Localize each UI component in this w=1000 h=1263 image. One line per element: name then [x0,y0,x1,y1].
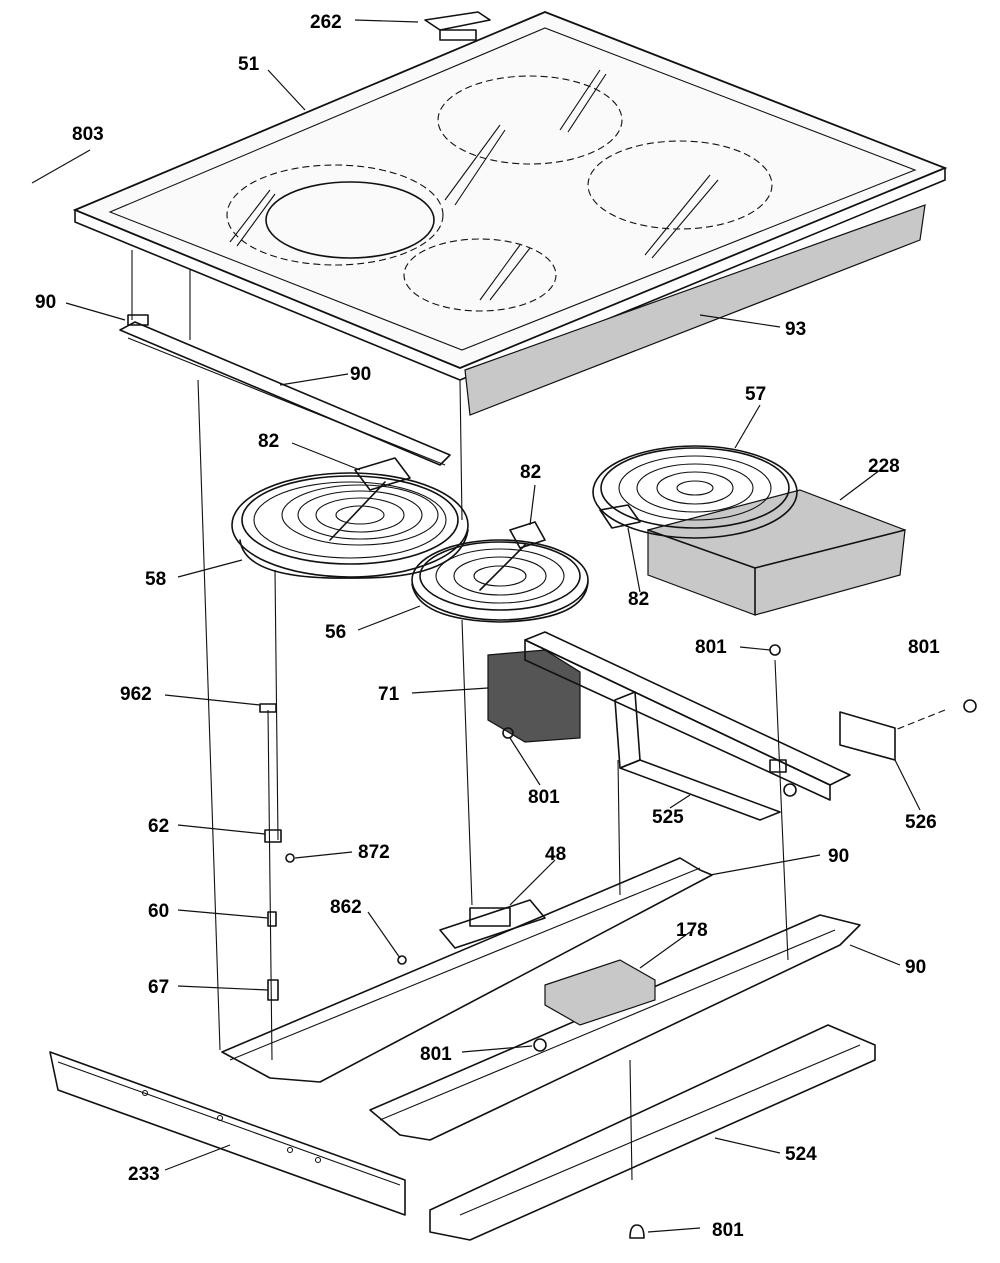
label-262: 262 [310,12,342,33]
label-801-d: 801 [420,1044,452,1065]
part-labels: 262 51 803 90 93 90 82 82 57 228 82 58 5… [35,12,940,1241]
bracket-48 [439,899,546,949]
screw-801-a [769,644,781,656]
leader-lines [31,19,921,1233]
label-58: 58 [145,569,166,590]
label-233: 233 [128,1164,160,1185]
label-93: 93 [785,319,806,340]
screw-872 [285,853,295,863]
label-178: 178 [676,920,708,941]
terminal-block-82-a [354,457,411,491]
label-526: 526 [905,812,937,833]
label-803: 803 [72,124,104,145]
bracket-526 [839,711,896,761]
label-228: 228 [868,456,900,477]
control-assembly [487,631,977,821]
label-90-middle: 90 [828,846,849,867]
base-rails [49,703,876,1241]
spacer-60 [267,911,277,927]
label-90-upper-rail: 90 [350,364,371,385]
screw-801-e [629,1224,645,1239]
screw-801-c [502,727,514,739]
screw-801-d [533,1038,547,1052]
terminal-block-82-c [599,504,641,529]
clip-62 [264,829,282,843]
label-801-a: 801 [695,637,727,658]
label-67: 67 [148,977,169,998]
label-57: 57 [745,384,766,405]
label-962: 962 [120,684,152,705]
label-525: 525 [652,807,684,828]
label-60: 60 [148,901,169,922]
label-862: 862 [330,897,362,918]
label-56: 56 [325,622,346,643]
surface-element-56 [411,521,589,623]
label-82-b: 82 [520,462,541,483]
frame-guide-lines [131,250,789,1181]
terminal-block-82-b [509,521,546,549]
label-62: 62 [148,816,169,837]
label-51: 51 [238,54,260,75]
label-82-a: 82 [258,431,279,452]
trim-clip-262 [424,11,491,31]
label-90-lower: 90 [905,957,926,978]
label-524: 524 [785,1144,817,1165]
surface-element-57-assembly [592,445,906,616]
reflector-box-228 [647,489,906,616]
label-48: 48 [545,844,566,865]
trim-strip-93 [464,204,926,416]
component-178 [544,959,656,1026]
screw-801-b [963,699,977,713]
label-82-c: 82 [628,589,649,610]
bracket-962 [259,703,277,713]
label-71: 71 [378,684,400,705]
surface-element-58 [231,457,469,579]
glass-cooktop-51 [72,11,948,416]
label-90-upper-left: 90 [35,292,56,313]
side-rail-90-top [119,314,451,466]
label-801-e: 801 [712,1220,744,1241]
label-801-b: 801 [908,637,940,658]
label-872: 872 [358,842,390,863]
bracket-525 [619,759,781,821]
label-801-c: 801 [528,787,560,808]
screw-862 [397,955,407,965]
bolt-67 [267,979,279,1001]
